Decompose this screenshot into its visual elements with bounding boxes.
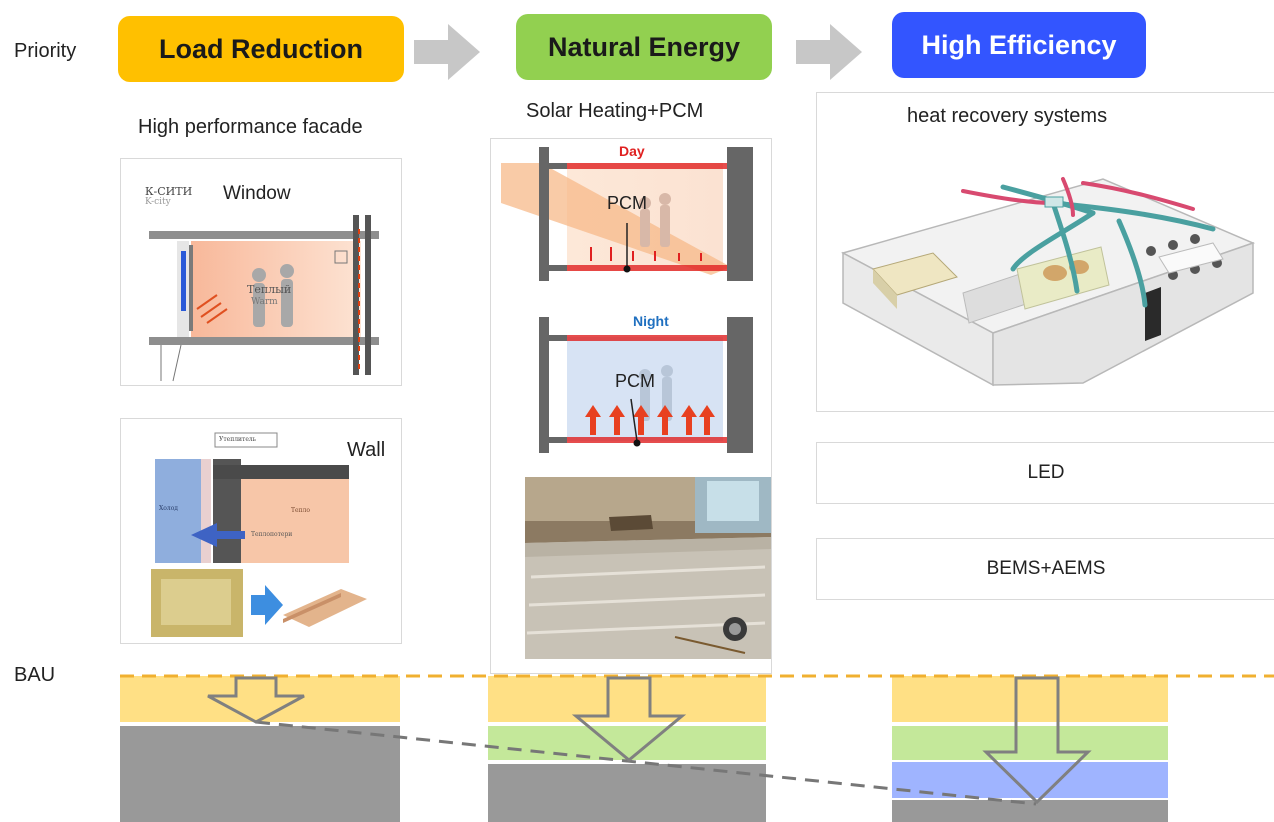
bau-label: BAU xyxy=(14,664,56,686)
wall-arrow-label: Теплопотери xyxy=(251,531,293,538)
day-label: Day xyxy=(619,143,645,159)
wall-section-illustration xyxy=(151,432,367,637)
heat-recovery-panel: heat recovery systems xyxy=(816,92,1274,412)
led-box: LED xyxy=(816,442,1274,504)
pcm-floor-photo xyxy=(525,477,771,659)
down-arrow-icon xyxy=(207,676,305,724)
logo-text: К-СИТИ xyxy=(145,185,193,198)
wall-title: Wall xyxy=(347,439,386,461)
wall-left-label: Холод xyxy=(159,505,179,512)
arrow-right-icon xyxy=(796,24,862,80)
natural-energy-subtitle: Solar Heating+PCM xyxy=(526,100,704,122)
night-pcm-label: PCM xyxy=(615,371,655,391)
room-label: Теплый xyxy=(247,283,292,296)
bau-remaining-bar-1 xyxy=(120,726,400,822)
energy-reduction-bars xyxy=(120,674,1274,822)
logo-subtext: K-city xyxy=(145,197,171,207)
day-pcm-diagram xyxy=(501,147,753,281)
night-label: Night xyxy=(633,313,669,329)
natural-energy-panel: Day PCM Night PCM xyxy=(490,138,772,674)
window-section-illustration xyxy=(149,215,379,382)
night-pcm-diagram xyxy=(539,317,753,453)
wall-panel: Wall Утеплитель Холод Тепло Теплопотери xyxy=(120,418,402,644)
priority-label: Priority xyxy=(14,40,77,62)
load-reduction-bar xyxy=(120,676,400,722)
load-reduction-subtitle: High performance facade xyxy=(138,116,363,138)
down-arrow-icon xyxy=(571,676,687,762)
high-efficiency-bar xyxy=(892,762,1168,798)
arrow-right-icon xyxy=(414,24,480,80)
natural-energy-bar xyxy=(488,726,766,760)
natural-energy-bar-2 xyxy=(892,726,1168,760)
step-high-efficiency: High Efficiency xyxy=(892,12,1146,78)
step-natural-energy: Natural Energy xyxy=(516,14,772,80)
window-panel: К-СИТИ K-city Window Теплый Warm xyxy=(120,158,402,386)
day-pcm-label: PCM xyxy=(607,193,647,213)
bems-aems-box: BEMS+AEMS xyxy=(816,538,1274,600)
down-arrow-icon xyxy=(982,676,1092,805)
load-reduction-bar-2 xyxy=(488,676,766,722)
window-title: Window xyxy=(223,183,291,204)
step-load-reduction: Load Reduction xyxy=(118,16,404,82)
bau-remaining-bar-3 xyxy=(892,800,1168,822)
trend-line xyxy=(255,720,1037,806)
apartment-illustration xyxy=(841,177,1256,387)
wall-top-label: Утеплитель xyxy=(219,436,256,443)
room-sublabel: Warm xyxy=(251,297,278,307)
load-reduction-bar-3 xyxy=(892,676,1168,722)
wall-right-label: Тепло xyxy=(291,507,310,514)
bau-remaining-bar-2 xyxy=(488,764,766,822)
heat-recovery-subtitle: heat recovery systems xyxy=(907,105,1108,127)
